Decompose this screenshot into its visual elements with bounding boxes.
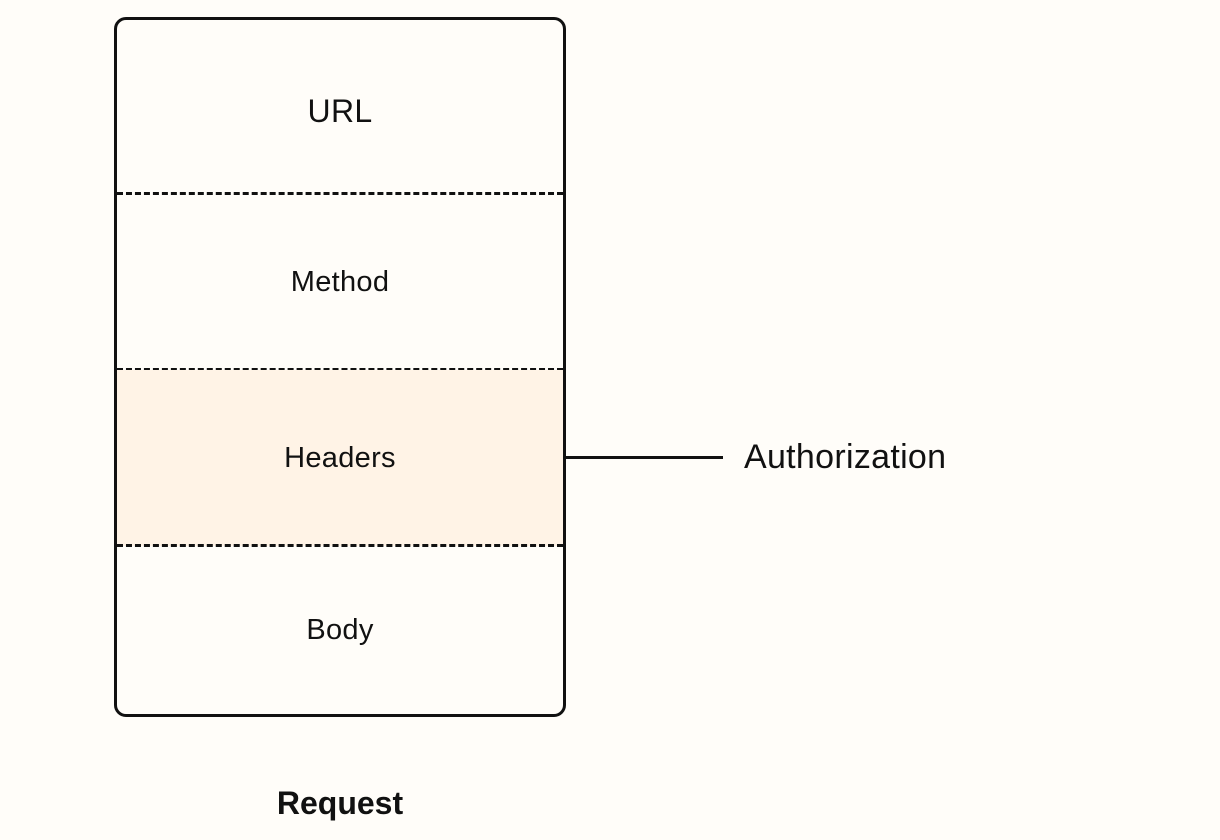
connector-line [566,456,723,459]
body-section: Body [306,613,374,646]
request-caption: Request [276,785,404,821]
section-divider [117,544,563,547]
section-divider [117,368,563,371]
method-section: Method [290,265,390,298]
section-divider [117,192,563,195]
authorization-label: Authorization [744,438,947,476]
request-box: URL Method Headers Body [114,17,566,717]
headers-section: Headers [117,370,563,546]
url-section: URL [307,92,373,129]
